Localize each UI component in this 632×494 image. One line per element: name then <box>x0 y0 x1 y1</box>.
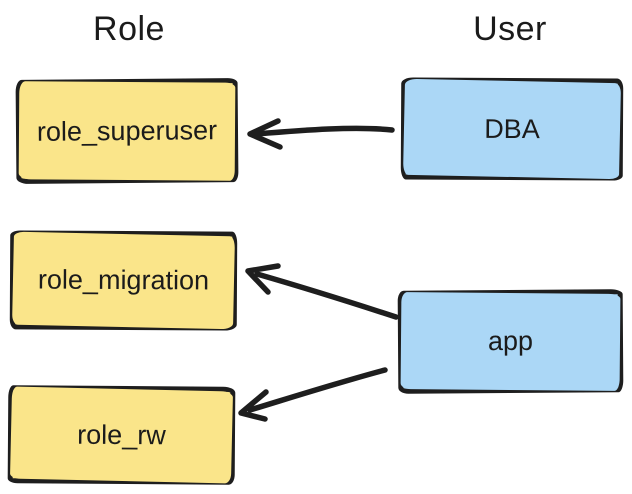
role-migration-label: role_migration <box>37 264 210 296</box>
user-app-label: app <box>487 325 534 357</box>
role-rw-node: role_rw <box>7 385 236 485</box>
column-header-user: User <box>473 10 547 48</box>
role-superuser-node: role_superuser <box>15 78 239 184</box>
arrow-app-to-role-rw <box>238 367 388 422</box>
role-superuser-label: role_superuser <box>36 114 218 147</box>
role-rw-label: role_rw <box>77 419 166 450</box>
column-header-role: Role <box>93 10 165 48</box>
user-dba-node: DBA <box>400 77 624 181</box>
arrow-dba-to-role-superuser <box>247 118 395 150</box>
user-dba-label: DBA <box>484 113 540 144</box>
user-app-node: app <box>397 289 624 394</box>
role-migration-node: role_migration <box>9 230 238 331</box>
arrow-app-to-role-migration <box>245 263 399 320</box>
